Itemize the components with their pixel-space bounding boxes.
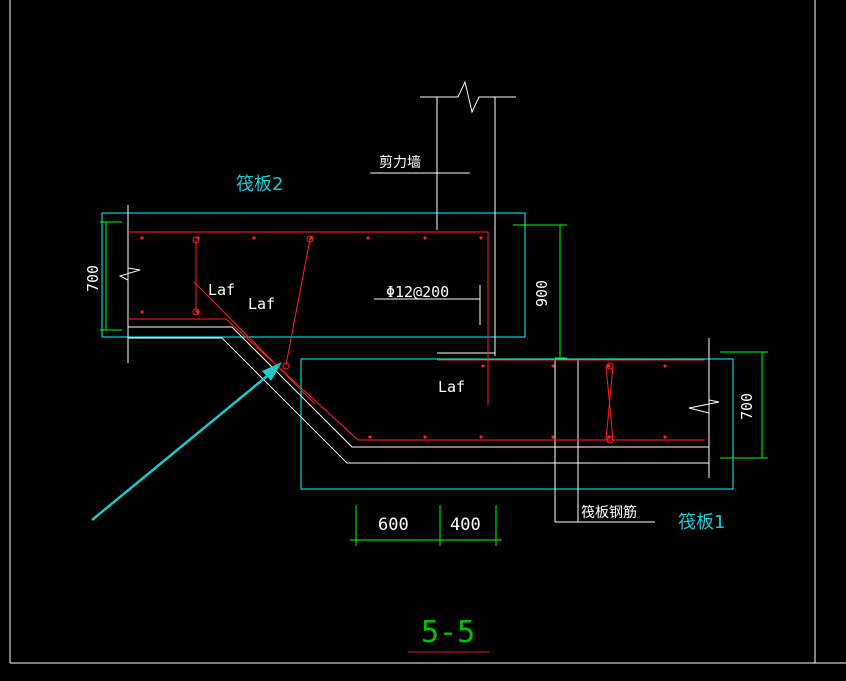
slab-lines [118,205,720,523]
break-symbol-left [118,262,141,285]
break-symbol-top [420,80,516,114]
laf-diagonal-2 [285,238,311,366]
raft2-label: 筏板2 [236,174,283,195]
dim-bottom-right: 400 [450,515,481,535]
rebar-dot [607,364,611,368]
rebar [128,231,705,444]
laf-diagonal-4 [193,281,316,405]
pointer-arrow [91,362,282,521]
rebar-dot [423,435,427,439]
dimension-lines [100,221,768,546]
rebar-dot [607,435,611,439]
rebar-dot [481,364,485,368]
dim-raft1-thickness: 700 [738,393,756,420]
rebar-dot [663,364,667,368]
break-symbol-right [688,395,720,418]
rebar-dot [551,364,555,368]
shear-wall [370,80,516,356]
rebar-dot [252,236,256,240]
drawing-frame [9,0,846,664]
rebar-dot [140,236,144,240]
rebar-dot [309,236,313,240]
raft1-label: 筏板1 [678,512,725,533]
raft2-bottom-rebar [128,318,705,441]
rebar-dot [196,236,200,240]
section-title: 5-5 [421,615,475,650]
raft2-outline [101,212,526,338]
raft2-top-rebar [128,231,489,405]
raft1-outline [300,358,734,490]
rebar-dot [479,236,483,240]
dim-raft2-thickness: 700 [84,265,102,292]
rebar-dot [479,435,483,439]
rebar-spec-label: Φ12@200 [386,283,449,301]
rebar-dot [368,435,372,439]
raft-rebar-label: 筏板钢筋 [581,504,637,521]
rebar-dot [140,310,144,314]
rebar-dot [196,310,200,314]
rebar-dot [366,236,370,240]
laf-label-3: Laf [438,378,465,396]
laf-label-1: Laf [208,281,235,299]
rebar-dots [140,236,667,439]
rebar-dot [423,236,427,240]
dim-step-height: 900 [533,280,551,307]
dim-bottom-left: 600 [378,515,409,535]
rebar-dot [663,435,667,439]
rebar-dot [551,435,555,439]
shear-wall-label: 剪力墙 [379,155,421,171]
concrete-outline [101,212,734,490]
laf-label-2: Laf [248,295,275,313]
